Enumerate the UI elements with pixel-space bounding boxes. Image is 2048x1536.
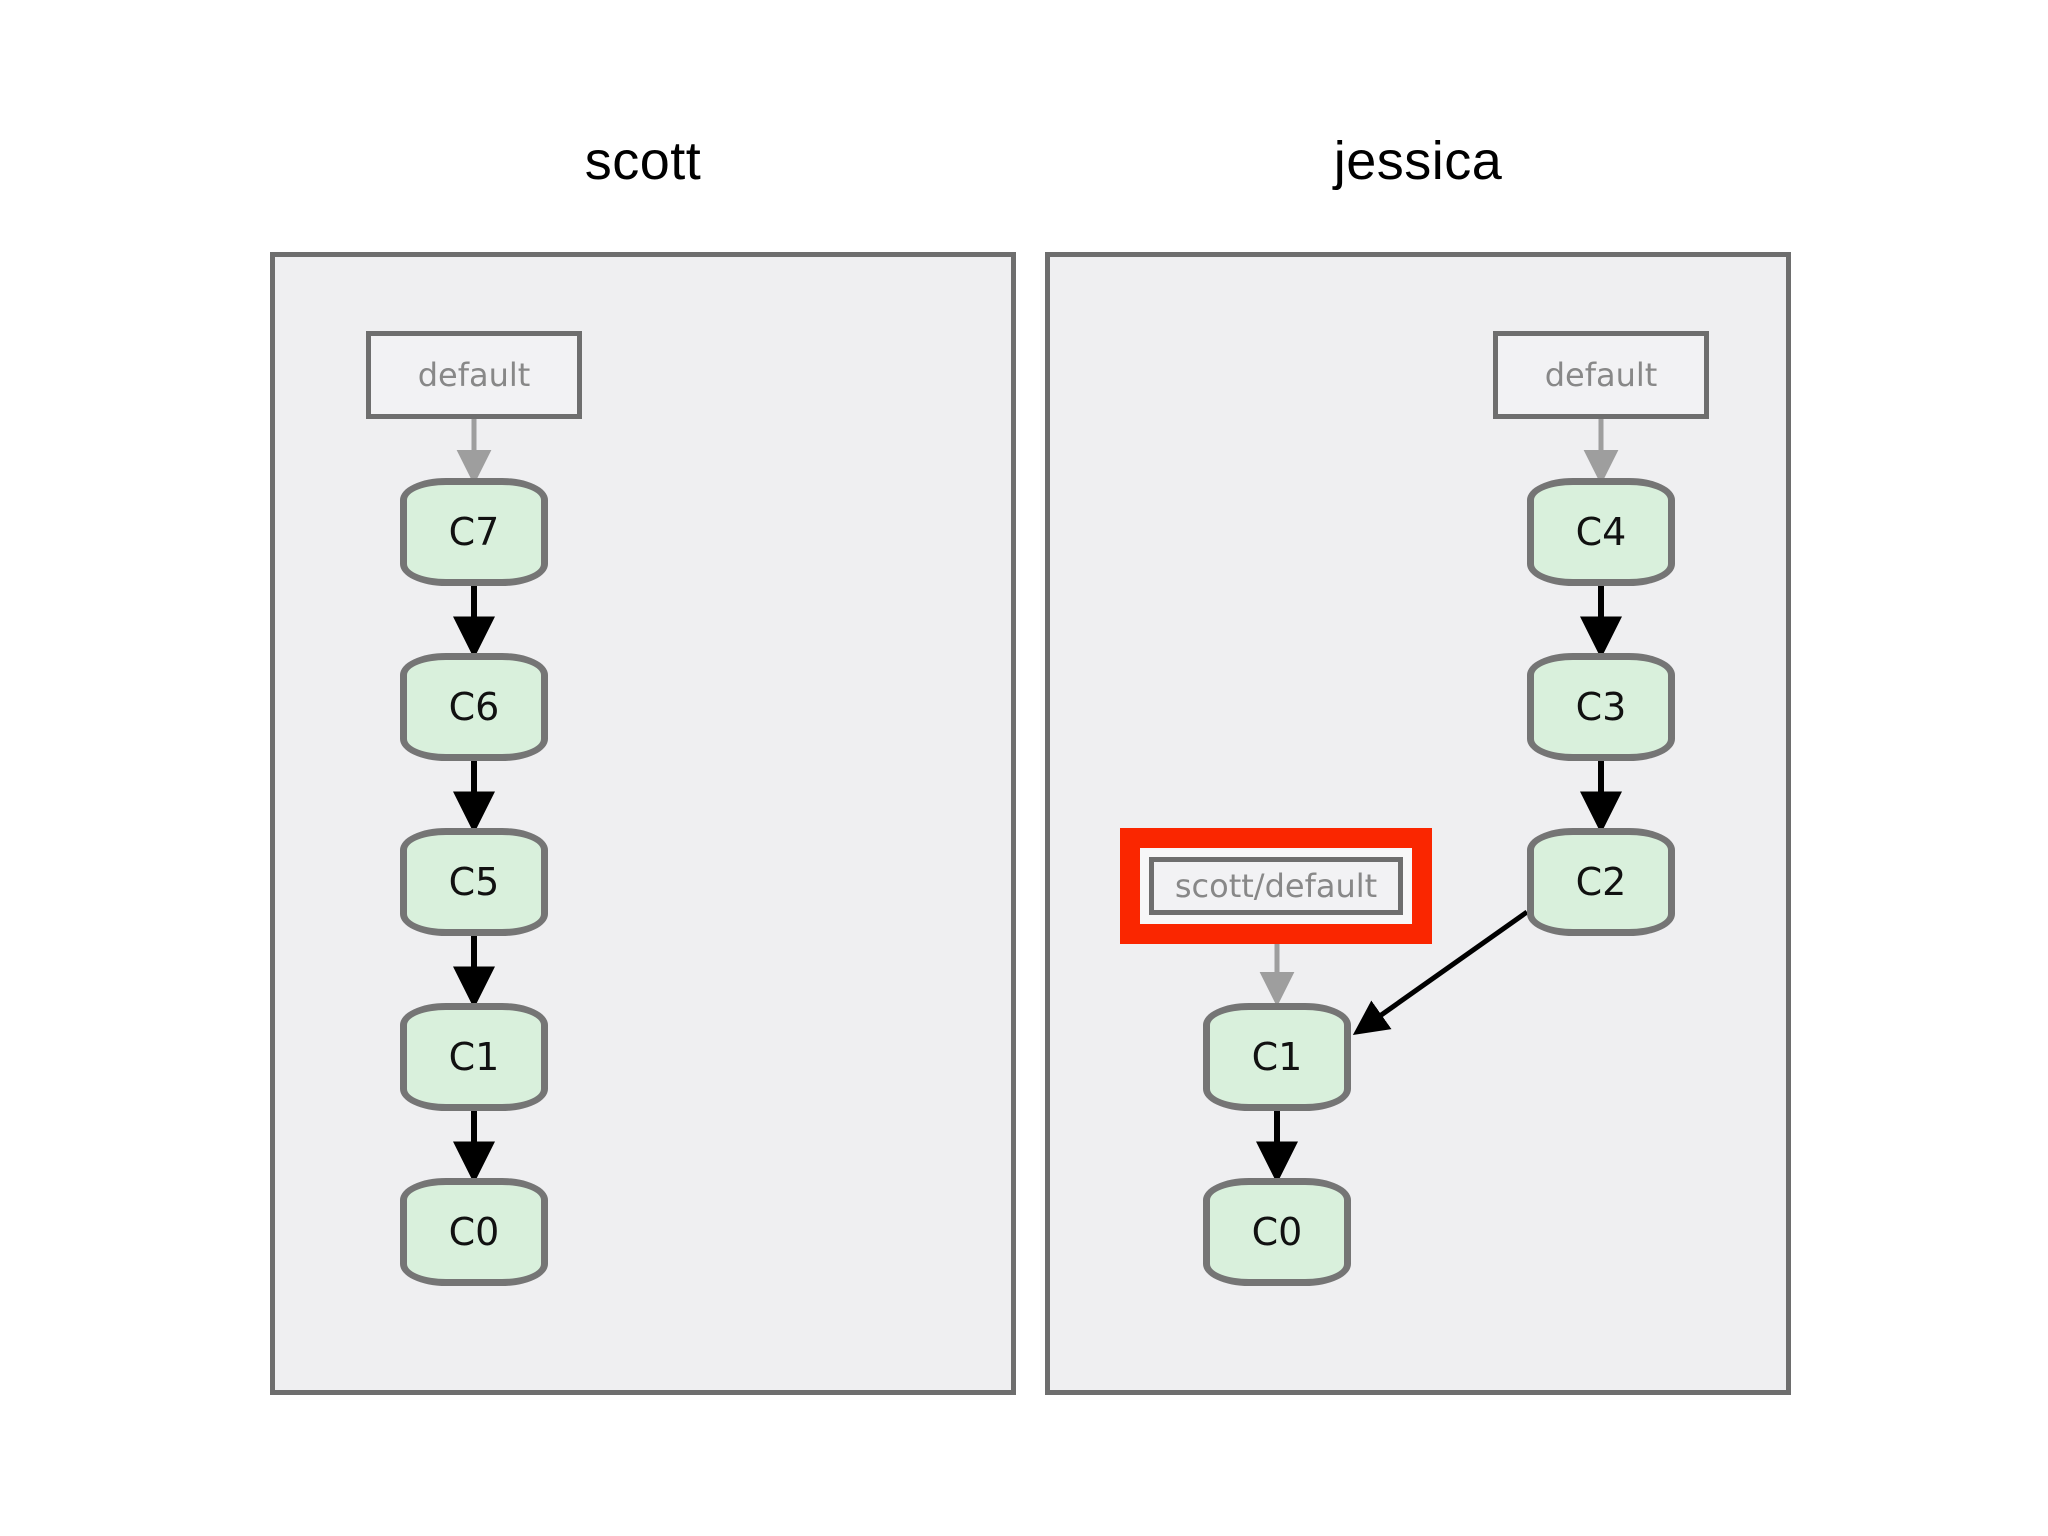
panel-jessica <box>1045 252 1791 1395</box>
commit-node-jessica-c0[interactable]: C0 <box>1203 1178 1351 1286</box>
commit-node-c7[interactable]: C7 <box>400 478 548 586</box>
highlight-ring-scott-default: scott/default <box>1120 828 1432 944</box>
panel-title-scott: scott <box>584 131 702 191</box>
commit-node-c2[interactable]: C2 <box>1527 828 1675 936</box>
commit-node-c6[interactable]: C6 <box>400 653 548 761</box>
commit-node-jessica-c1[interactable]: C1 <box>1203 1003 1351 1111</box>
commit-node-c4[interactable]: C4 <box>1527 478 1675 586</box>
panel-title-jessica: jessica <box>1333 131 1503 191</box>
panel-scott <box>270 252 1016 1395</box>
ref-box-scott-default[interactable]: default <box>366 331 582 419</box>
ref-box-scott-default-remote[interactable]: scott/default <box>1149 857 1403 915</box>
commit-node-scott-c0[interactable]: C0 <box>400 1178 548 1286</box>
highlight-inner-gap: scott/default <box>1140 848 1412 924</box>
commit-node-scott-c1[interactable]: C1 <box>400 1003 548 1111</box>
commit-node-c5[interactable]: C5 <box>400 828 548 936</box>
ref-box-jessica-default[interactable]: default <box>1493 331 1709 419</box>
commit-node-c3[interactable]: C3 <box>1527 653 1675 761</box>
